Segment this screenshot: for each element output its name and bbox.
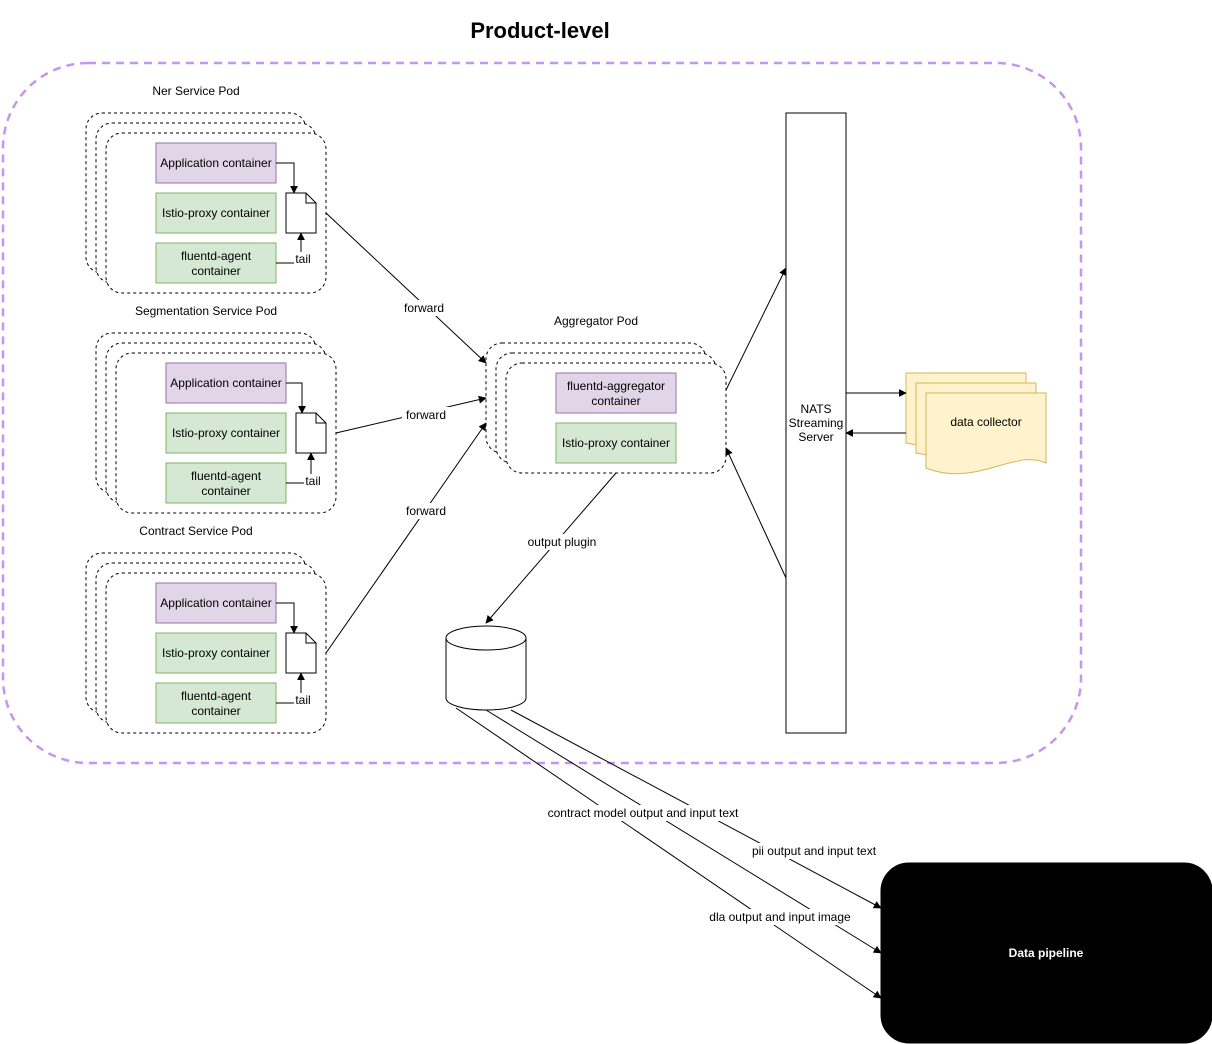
- fluentd-agent-container: fluentd-agent container: [155, 682, 277, 724]
- database-icon: [445, 625, 527, 711]
- fluentd-agent-container: fluentd-agent container: [155, 242, 277, 284]
- pod-title: Aggregator Pod: [554, 314, 638, 328]
- istio-proxy-container: Istio-proxy container: [165, 412, 287, 454]
- forward-arrow-ner: [325, 212, 487, 364]
- dla-output-label: dla output and input image: [709, 910, 851, 924]
- nats-to-aggregator-arrow: [725, 447, 787, 579]
- dla-output-arrow: [455, 707, 882, 999]
- fluentd-agent-container: fluentd-agent container: [165, 462, 287, 504]
- contract-service-pod: Contract Service Pod Application contain…: [85, 524, 327, 734]
- forward-label: forward: [404, 301, 444, 315]
- nats-label-line2: Streaming: [789, 416, 844, 430]
- istio-proxy-container-label: Istio-proxy container: [162, 646, 270, 660]
- aggregator-to-nats-arrow: [725, 267, 787, 391]
- log-file-icon: [285, 192, 317, 234]
- data-collector: data collector: [905, 372, 1047, 475]
- fluentd-aggregator-label-line1: fluentd-aggregator: [567, 379, 665, 393]
- nats-label-line1: NATS: [800, 402, 831, 416]
- data-pipeline-label: Data pipeline: [1009, 946, 1084, 960]
- fluentd-agent-label-line1: fluentd-agent: [181, 689, 252, 703]
- write-log-arrow: [276, 162, 298, 194]
- application-container: Application container: [155, 582, 277, 624]
- pod-title: Ner Service Pod: [152, 84, 239, 98]
- forward-arrow-contract: [325, 422, 487, 654]
- fluentd-agent-label-line1: fluentd-agent: [191, 469, 262, 483]
- forward-connectors: forward forward forward: [325, 212, 487, 654]
- pii-output-label: pii output and input text: [752, 844, 877, 858]
- fluentd-agent-label-line2: container: [191, 704, 240, 718]
- nats-label-line3: Server: [798, 430, 833, 444]
- forward-label: forward: [406, 504, 446, 518]
- log-file-icon: [295, 412, 327, 454]
- istio-proxy-container: Istio-proxy container: [155, 192, 277, 234]
- application-container-label: Application container: [170, 376, 281, 390]
- tail-label: tail: [305, 474, 320, 488]
- forward-label: forward: [406, 408, 446, 422]
- output-plugin-label: output plugin: [528, 535, 597, 549]
- fluentd-agent-label-line2: container: [191, 264, 240, 278]
- write-log-arrow: [286, 382, 306, 414]
- istio-proxy-container: Istio-proxy container: [555, 422, 677, 464]
- pipeline-connectors: contract model output and input text pii…: [455, 707, 882, 999]
- data-pipeline: Data pipeline: [880, 862, 1212, 1044]
- ner-service-pod: Ner Service Pod Application container Is…: [85, 84, 327, 294]
- diagram-title: Product-level: [470, 18, 609, 43]
- application-container: Application container: [165, 362, 287, 404]
- tail-label: tail: [295, 252, 310, 266]
- fluentd-agent-label-line2: container: [201, 484, 250, 498]
- application-container: Application container: [155, 142, 277, 184]
- pod-title: Contract Service Pod: [139, 524, 252, 538]
- istio-proxy-container: Istio-proxy container: [155, 632, 277, 674]
- contract-output-label: contract model output and input text: [548, 806, 739, 820]
- nats-streaming-server: NATS Streaming Server: [785, 112, 847, 734]
- aggregator-pod: Aggregator Pod fluentd-aggregator contai…: [485, 314, 727, 474]
- istio-proxy-container-label: Istio-proxy container: [562, 436, 670, 450]
- log-file-icon: [285, 632, 317, 674]
- istio-proxy-container-label: Istio-proxy container: [172, 426, 280, 440]
- segmentation-service-pod: Segmentation Service Pod Application con…: [95, 304, 337, 514]
- data-collector-label: data collector: [950, 415, 1021, 429]
- pod-title: Segmentation Service Pod: [135, 304, 277, 318]
- product-boundary: [1, 61, 1083, 765]
- fluentd-aggregator-label-line2: container: [591, 394, 640, 408]
- tail-label: tail: [295, 693, 310, 707]
- fluentd-agent-label-line1: fluentd-agent: [181, 249, 252, 263]
- istio-proxy-container-label: Istio-proxy container: [162, 206, 270, 220]
- fluentd-aggregator-container: fluentd-aggregator container: [555, 372, 677, 414]
- write-log-arrow: [276, 602, 298, 634]
- application-container-label: Application container: [160, 596, 271, 610]
- application-container-label: Application container: [160, 156, 271, 170]
